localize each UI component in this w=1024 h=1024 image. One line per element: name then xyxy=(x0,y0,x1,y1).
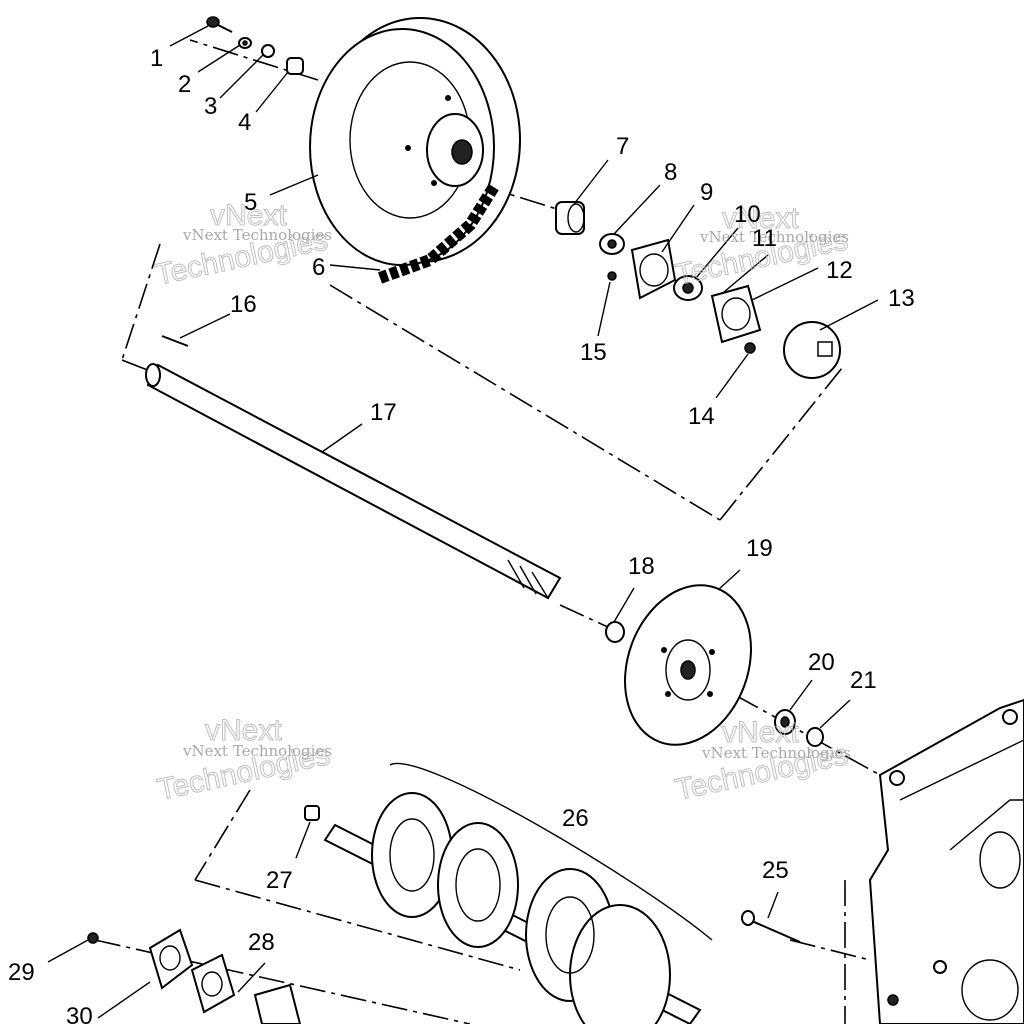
watermark-big-vnext: vNext xyxy=(210,199,287,232)
coupler-13 xyxy=(783,321,841,379)
screw-15 xyxy=(607,271,617,281)
callout-9: 9 xyxy=(700,179,713,206)
chaincase-housing xyxy=(868,698,1024,1024)
callout-17: 17 xyxy=(370,399,397,426)
flange-plate-9 xyxy=(630,238,677,300)
watermark-company: vNext Technologies xyxy=(699,228,849,246)
wheel-5 xyxy=(309,17,521,266)
callout-13: 13 xyxy=(888,285,915,312)
callout-2: 2 xyxy=(178,71,191,98)
callout-20: 20 xyxy=(808,649,835,676)
bearing-10 xyxy=(673,275,703,301)
callout-21: 21 xyxy=(850,667,877,694)
callout-26: 26 xyxy=(562,805,589,832)
callout-10: 10 xyxy=(734,201,761,228)
washer-3 xyxy=(261,44,275,58)
callout-1: 1 xyxy=(150,45,163,72)
callout-14: 14 xyxy=(688,403,715,430)
watermark-big-vnext: vNext xyxy=(205,714,282,747)
bolt-25 xyxy=(741,910,801,943)
callout-11: 11 xyxy=(752,225,777,252)
watermark-top-right: vNext Technologies vNext Technologies xyxy=(672,202,851,293)
callout-28: 28 xyxy=(248,929,275,956)
bolt-1 xyxy=(206,16,233,33)
watermark-company: vNext Technologies xyxy=(182,742,332,760)
washer-2 xyxy=(238,37,252,49)
callout-29: 29 xyxy=(8,959,35,986)
watermark-company: vNext Technologies xyxy=(701,744,851,762)
drive-shaft-assembly-26 xyxy=(323,762,713,1024)
callout-30: 30 xyxy=(66,1003,93,1024)
bearing-housing-11-12 xyxy=(710,284,762,344)
callout-labels: 1 2 3 4 5 6 7 8 9 10 11 12 13 14 15 16 1… xyxy=(8,45,915,1024)
callout-6: 6 xyxy=(312,254,325,281)
callout-3: 3 xyxy=(204,93,217,120)
ring-21 xyxy=(806,727,824,747)
callout-12: 12 xyxy=(826,257,853,284)
ring-18 xyxy=(605,621,625,643)
callout-19: 19 xyxy=(746,535,773,562)
callout-27: 27 xyxy=(266,867,293,894)
callout-5: 5 xyxy=(244,189,257,216)
watermark-bottom-left: vNext Technologies vNext Technologies xyxy=(154,714,333,808)
spacer-20 xyxy=(774,709,796,735)
callout-8: 8 xyxy=(664,159,677,186)
callout-15: 15 xyxy=(580,339,607,366)
key-16 xyxy=(161,335,189,347)
callout-7: 7 xyxy=(616,133,629,160)
bolt-27 xyxy=(304,805,320,821)
nut-29 xyxy=(87,932,99,944)
chain-6 xyxy=(377,181,501,284)
flange-bearing-28 xyxy=(190,953,302,1024)
callout-16: 16 xyxy=(230,291,257,318)
watermark-top-left: vNext Technologies vNext Technologies xyxy=(152,199,332,293)
flange-bearing-30 xyxy=(148,928,194,990)
washer-8 xyxy=(599,233,625,255)
callout-25: 25 xyxy=(762,857,789,884)
callout-18: 18 xyxy=(628,553,655,580)
callout-4: 4 xyxy=(238,109,251,136)
watermark-company: vNext Technologies xyxy=(182,226,332,244)
watermark-big-vnext: vNext xyxy=(722,202,799,235)
shaft-17 xyxy=(145,363,562,600)
spacer-4 xyxy=(286,57,304,75)
bushing-7 xyxy=(555,201,585,235)
brake-disc-19 xyxy=(624,584,752,746)
watermark-big-vnext: vNext xyxy=(722,716,799,749)
leader-lines xyxy=(47,25,879,1019)
nut-14 xyxy=(744,342,756,354)
